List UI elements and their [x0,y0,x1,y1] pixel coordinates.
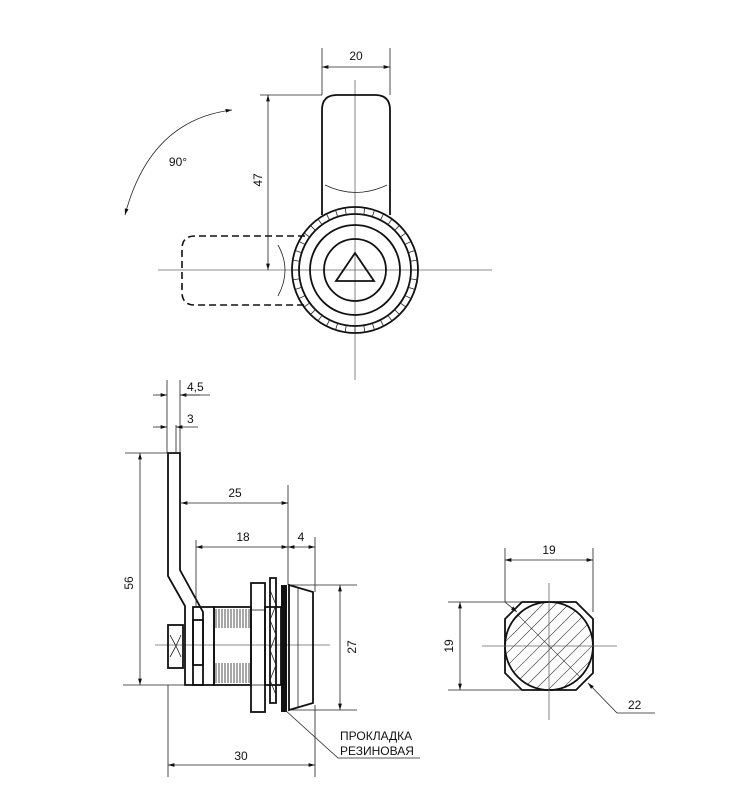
dim-face-diameter-label: 27 [345,640,359,654]
dim-width-label: 20 [349,49,363,63]
knurl-tick [292,259,300,262]
triangle-key-icon [334,251,376,282]
knurl-tick [298,241,306,245]
knurl-tick [387,315,393,322]
rotation-arrow-icon [124,108,233,216]
dim-total-length-label: 30 [234,749,248,763]
dim-lever-height-label: 56 [122,576,136,590]
thread-marks [215,609,250,683]
section-view: 19 19 22 [442,543,655,720]
knurl-tick [408,286,416,290]
gasket-label-line2: РЕЗИНОВАЯ [340,744,414,758]
rubber-gasket [281,585,287,712]
knurl-tick [400,232,407,238]
knurl-tick [371,323,375,331]
rotated-grip-arc [277,244,286,297]
knurl-tick [335,209,339,217]
lever-nut [167,624,184,669]
knurl-tick [363,207,366,215]
dim-section-height-label: 19 [442,639,456,653]
knurl-tick [394,309,400,315]
knurl-tick [400,302,407,308]
knurl-tick [303,232,310,238]
knurl-tick [344,325,347,333]
knurl-tick [380,319,384,327]
gasket-label-line1: ПРОКЛАДКА [340,729,412,743]
octagon-profile [504,601,594,691]
handle-grip-arc [324,184,388,193]
knurl-tick [410,259,418,262]
handle-rotated-position [181,235,305,306]
knurl-tick [294,286,302,290]
knurl-tick [344,207,347,215]
knurl-tick [310,225,316,231]
dim-lever-plate-label: 3 [187,412,194,426]
face-ring [309,224,401,316]
side-view: 4,5 3 56 25 18 4 27 30 ПРОКЛАДКА РЕЗИНОВ… [122,380,420,777]
knurl-tick [380,213,384,221]
knurl-tick [363,325,366,333]
knurl-tick [326,319,330,327]
knurl-tick [408,250,416,254]
knurl-tick [371,209,375,217]
cylinder-ring [323,238,387,302]
dim-body-length-label: 18 [236,530,250,544]
knurl-tick [298,295,306,299]
dim-lever-to-face-label: 25 [228,486,242,500]
knurl-tick [294,250,302,254]
lock-face [288,583,314,712]
knurl-tick [404,241,412,245]
knurl-tick [317,315,323,322]
knurl-tick [404,295,412,299]
knurl-ticks [292,207,418,333]
knurl-tick [310,309,316,315]
knurl-tick [303,302,310,308]
dim-face-depth-label: 4 [298,530,305,544]
hatch-line [505,602,562,690]
hex-nut [250,582,266,713]
knurl-tick [394,225,400,231]
threaded-body [213,606,252,686]
dim-height-label: 47 [251,173,265,187]
washer [269,577,277,704]
hatch-line [544,602,593,690]
gasket-leader-line [284,709,420,759]
knurl-tick [410,278,418,281]
dim-section-diameter-label: 22 [628,698,642,712]
dim-lever-thickness-label: 4,5 [187,380,204,394]
lock-handle [321,94,391,215]
top-view: 20 47 90° [124,48,492,380]
knurl-tick [387,218,393,225]
knurl-tick [335,323,339,331]
knurl-tick [326,213,330,221]
lever [167,452,204,686]
knurl-tick [317,218,323,225]
knurl-tick [292,278,300,281]
rotation-angle-label: 90° [169,155,187,169]
dim-section-width-label: 19 [542,543,556,557]
